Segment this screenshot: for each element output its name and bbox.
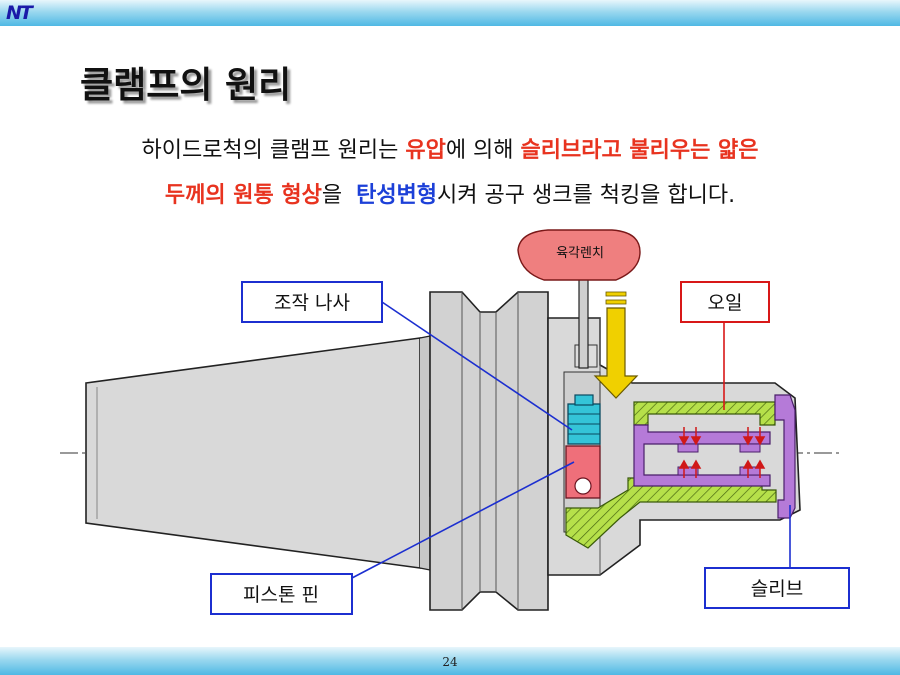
adjusting-screw [567, 394, 601, 445]
screw-label: 조작 나사 [274, 292, 350, 314]
hex-wrench: 육각렌치 [517, 229, 641, 369]
footer-band [0, 647, 900, 675]
wrench-label: 육각렌치 [556, 246, 604, 261]
line1-seg-3: 슬리브라고 불리우는 얇은 [520, 138, 759, 163]
line2-seg-2: 탄성변형 [356, 183, 438, 208]
page-number: 24 [442, 655, 458, 669]
company-logo: NT [6, 2, 33, 24]
slide-title: 클램프의 원리 [80, 65, 292, 106]
line1-seg-1: 유압 [405, 138, 446, 163]
description-line-1: 하이드로척의 클램프 원리는 유압에 의해 슬리브라고 불리우는 얇은 [0, 132, 900, 164]
line2-seg-3: 시켜 공구 생크를 척킹을 합니다. [437, 183, 736, 208]
sleeve-part [633, 394, 796, 519]
sleeve-label: 슬리브 [751, 578, 803, 600]
line1-seg-2: 에 의해 [445, 138, 521, 163]
description-line-2: 두께의 원통 형상을 탄성변형시켜 공구 생크를 척킹을 합니다. [0, 177, 900, 209]
v-flange [429, 291, 549, 611]
piston-leader [351, 461, 575, 579]
screw-leader [381, 301, 573, 431]
piston-pin-part [565, 445, 601, 499]
line2-seg-0: 두께의 원통 형상 [164, 183, 322, 208]
pressure-arrows [678, 427, 766, 478]
label-box-oil: 오일 [680, 281, 770, 323]
label-box-piston: 피스톤 핀 [210, 573, 353, 615]
push-arrow [593, 291, 639, 399]
header-band: NT [0, 0, 900, 26]
label-box-screw: 조작 나사 [241, 281, 383, 323]
label-box-sleeve: 슬리브 [704, 567, 850, 609]
line2-seg-1: 을 [321, 183, 357, 208]
line1-seg-0: 하이드로척의 클램프 원리는 [141, 138, 406, 163]
oil-label: 오일 [708, 292, 743, 314]
piston-label: 피스톤 핀 [243, 584, 319, 606]
